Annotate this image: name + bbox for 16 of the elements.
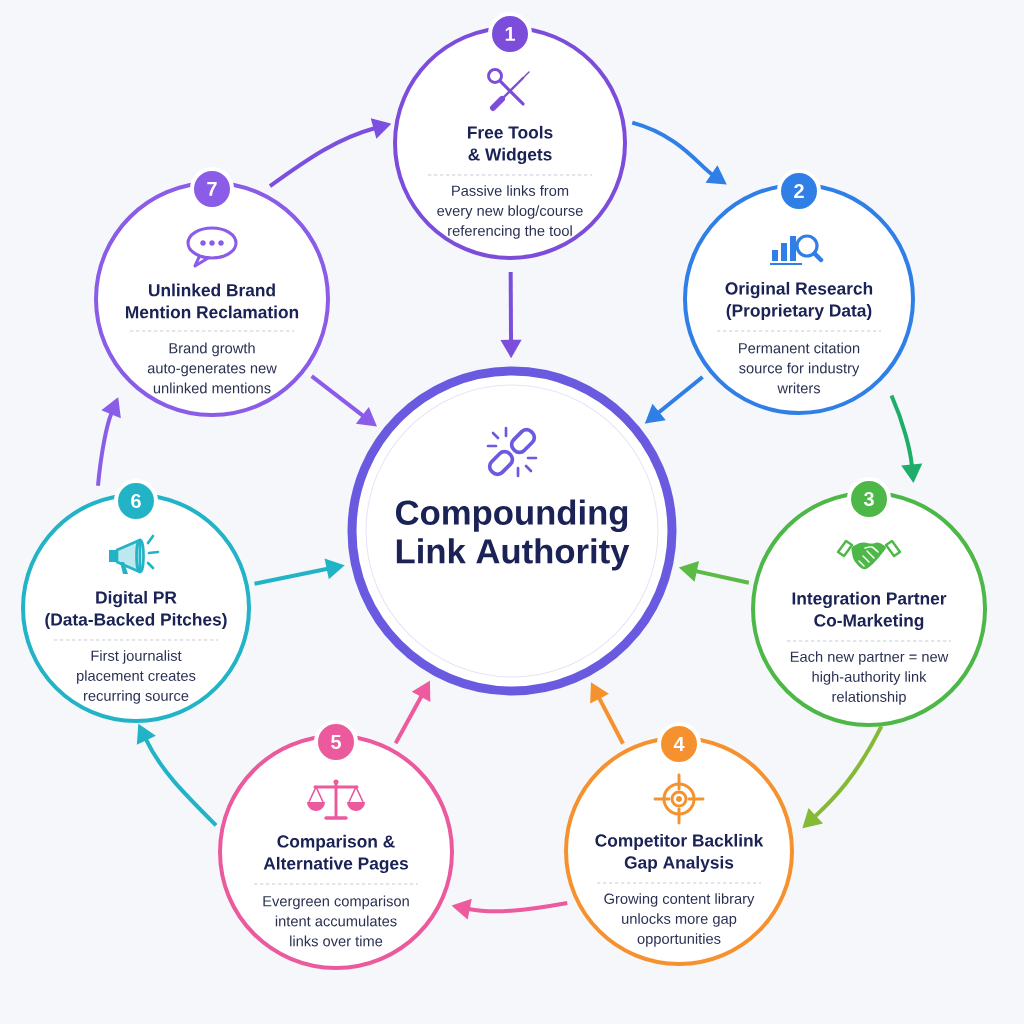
hub-title: Compounding Link Authority: [396, 499, 630, 571]
step-description: Growing content library unlocks more gap opportunities: [604, 893, 755, 947]
step-description: Each new partner = new high-authority link relationship: [790, 651, 949, 705]
step-title: Digital PR (Data-Backed Pitches): [45, 590, 227, 630]
step-title: Unlinked Brand Mention Reclamation: [126, 283, 299, 319]
step-title: Original Research (Proprietary Data): [725, 281, 873, 321]
step-title: Competitor Backlink Gap Analysis: [595, 833, 764, 873]
step-title: Integration Partner Co-Marketing: [792, 591, 947, 631]
hub-circle: [347, 366, 677, 696]
step-title: Comparison & Alternative Pages: [263, 834, 408, 874]
step-description: First journalist placement creates recurring source: [77, 650, 196, 704]
step-title: Free Tools & Widgets: [467, 125, 553, 165]
step-description: Brand growth auto-generates new unlinked mentions: [147, 342, 277, 394]
step-description: Passive links from every new blog/course referencing the tool: [437, 185, 583, 239]
step-description: Permanent citation source for industry writers: [739, 342, 860, 394]
step-description: Evergreen comparison intent accumulates links over time: [263, 895, 409, 947]
